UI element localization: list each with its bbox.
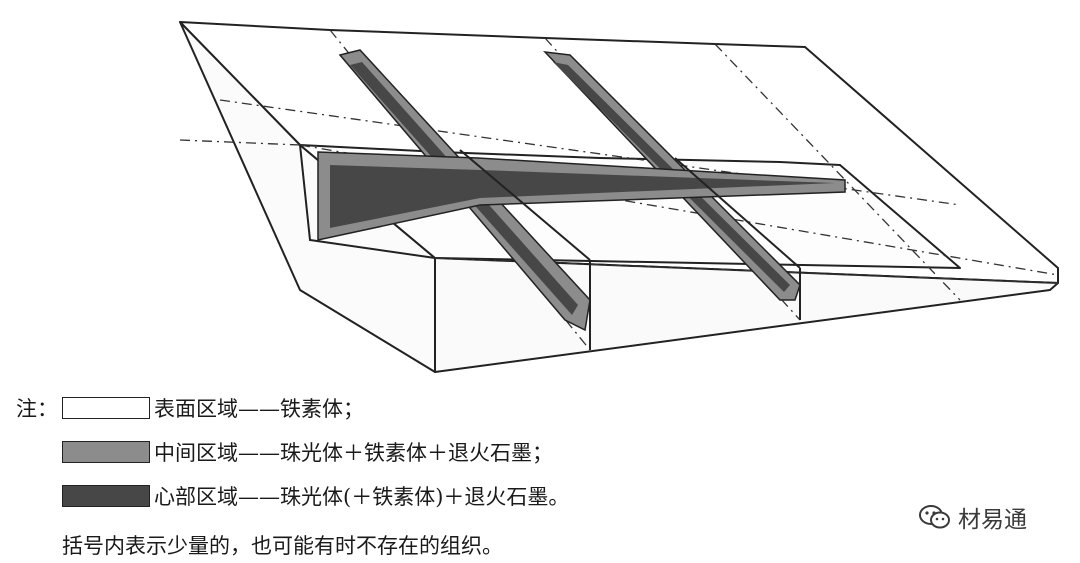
surface-zone-swatch xyxy=(62,397,150,419)
surface-zone-label: 表面区域——铁素体； xyxy=(154,397,364,421)
middle-zone-swatch xyxy=(62,441,150,463)
legend-surface-zone: 注： 表面区域——铁素体； xyxy=(16,393,364,423)
core-zone-label: 心部区域——珠光体(＋铁素体)＋退火石墨。 xyxy=(154,485,570,509)
note-label: 注： xyxy=(16,397,58,421)
zone-bar-3 xyxy=(317,151,846,241)
wechat-icon xyxy=(919,505,950,529)
middle-zone-label: 中间区域——珠光体＋铁素体＋退火石墨； xyxy=(154,441,553,465)
cast-iron-section-diagram xyxy=(179,21,1059,373)
legend-core-zone: 心部区域——珠光体(＋铁素体)＋退火石墨。 xyxy=(16,481,569,511)
watermark-text: 材易通 xyxy=(958,507,1027,533)
watermark: 材易通 xyxy=(918,500,1027,534)
section-frames xyxy=(299,144,801,350)
legend-middle-zone: 中间区域——珠光体＋铁素体＋退火石墨； xyxy=(16,437,553,467)
footnote: 括号内表示少量的，也可能有时不存在的组织。 xyxy=(62,534,503,558)
core-zone-swatch xyxy=(62,485,150,507)
